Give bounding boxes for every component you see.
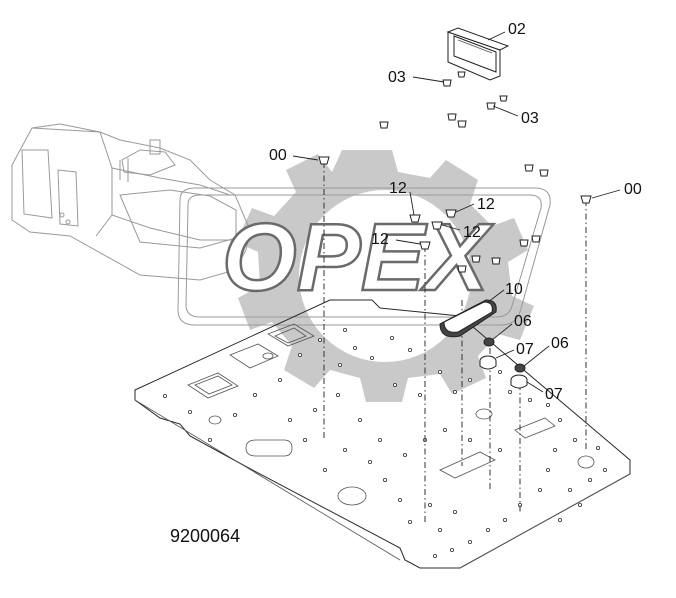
callout-labels: 02 03 03 00 00 12 12 12 12 10 06 07 06 0… <box>269 21 642 403</box>
callout-02: 02 <box>508 21 526 38</box>
floor-plate <box>134 299 631 569</box>
pad-part <box>439 299 497 338</box>
excavator-illustration <box>11 123 251 281</box>
callout-10: 10 <box>505 281 523 298</box>
watermark-frame <box>177 187 551 326</box>
storage-box <box>446 27 510 81</box>
leader-lines <box>292 31 621 393</box>
bolt-03b-icon <box>486 102 496 110</box>
callout-12a: 12 <box>389 180 407 197</box>
callout-07a: 07 <box>516 341 534 358</box>
bolt-03a-icon <box>442 79 452 87</box>
grommet-06b-icon <box>514 363 526 373</box>
bolts <box>318 71 592 273</box>
bolt-00b-icon <box>580 195 592 204</box>
callout-12b: 12 <box>477 196 495 213</box>
callout-00b: 00 <box>624 181 642 198</box>
bolt-12d-icon <box>431 221 443 230</box>
watermark-text: OPEX <box>222 204 494 311</box>
bolt-12c-icon <box>445 209 457 218</box>
callout-07b: 07 <box>545 386 563 403</box>
callout-06a: 06 <box>514 313 532 330</box>
bolt-12a-icon <box>419 241 431 250</box>
watermark-gear <box>236 150 534 402</box>
callout-06b: 06 <box>551 335 569 352</box>
callout-12c: 12 <box>463 224 481 241</box>
callout-12d: 12 <box>371 231 389 248</box>
grommets <box>479 337 528 389</box>
grommet-06a-icon <box>483 337 495 347</box>
callout-00a: 00 <box>269 147 287 164</box>
callout-03a: 03 <box>388 69 406 86</box>
bolt-00a-icon <box>318 156 330 165</box>
assembly-lines <box>323 162 587 522</box>
plate-holes <box>162 327 608 559</box>
callout-03b: 03 <box>521 110 539 127</box>
document-number: 9200064 <box>170 526 240 546</box>
bolt-12b-icon <box>409 214 421 223</box>
